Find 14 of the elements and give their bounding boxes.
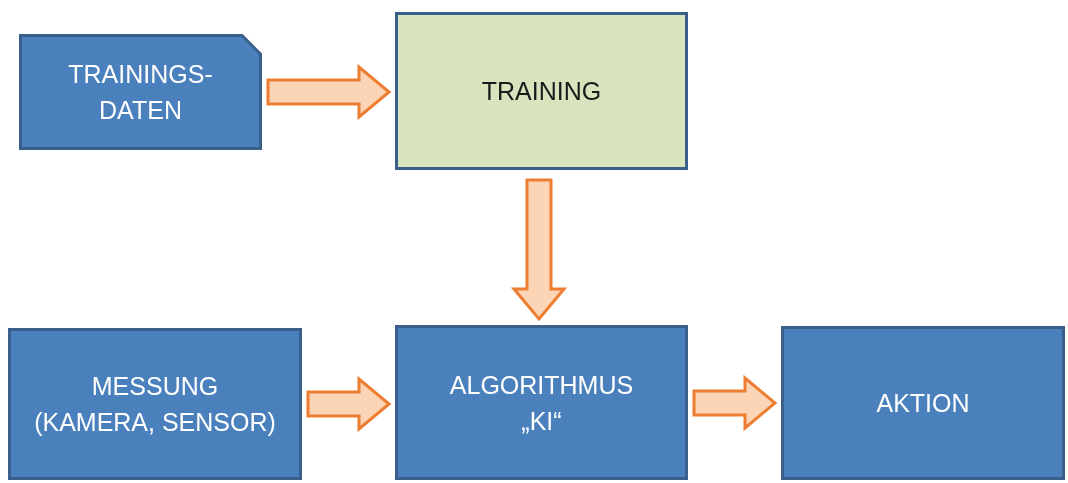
block-arrow xyxy=(306,375,392,433)
node-label: AKTION xyxy=(875,388,971,419)
node-label: TRAININGS-DATEN xyxy=(67,59,214,126)
node-label: ALGORITHMUS „KI“ xyxy=(448,369,635,437)
block-arrow xyxy=(510,178,568,322)
node-label: MESSUNG (KAMERA, SENSOR) xyxy=(33,371,277,438)
node-label: TRAINING xyxy=(480,76,603,107)
block-arrow xyxy=(692,374,778,432)
process-box xyxy=(781,326,1065,480)
data-card-shape xyxy=(19,34,262,150)
process-box xyxy=(395,325,688,480)
block-arrow xyxy=(266,63,392,121)
process-box xyxy=(8,328,302,480)
process-box xyxy=(395,12,688,170)
